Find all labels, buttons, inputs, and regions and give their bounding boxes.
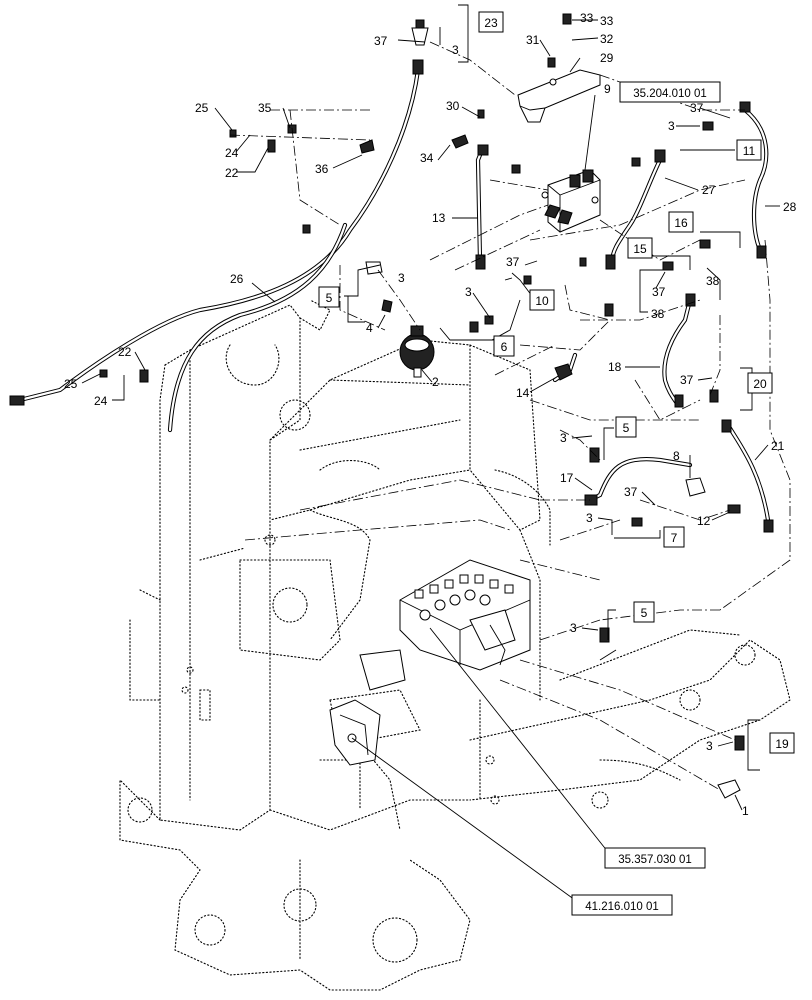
callout-37-box20: 37 — [680, 373, 694, 387]
callout-3a: 3 — [452, 43, 459, 57]
callout-3g: 3 — [570, 621, 577, 635]
callout-24-top: 24 — [225, 146, 239, 160]
box-5-mid — [615, 416, 637, 438]
callout-37-mid: 37 — [506, 255, 520, 269]
callout-8: 8 — [673, 449, 680, 463]
callout-12: 12 — [697, 514, 711, 528]
callout-38-right: 38 — [706, 274, 720, 288]
valve-bracket — [329, 699, 381, 766]
box-20-label: 20 — [753, 377, 767, 391]
callout-37-right: 37 — [690, 101, 704, 115]
callout-22-left: 22 — [118, 345, 132, 359]
callout-3b: 3 — [668, 119, 675, 133]
box-11-label: 11 — [743, 144, 756, 158]
callout-35: 35 — [258, 101, 272, 115]
box-5-low — [633, 601, 655, 623]
callout-37-low: 37 — [624, 485, 638, 499]
box-19 — [769, 732, 795, 754]
callout-3d: 3 — [465, 285, 472, 299]
callout-33-label: 33 — [600, 14, 614, 28]
brake-valve-block — [541, 169, 601, 233]
main-control-valve — [359, 559, 531, 691]
callout-14: 14 — [516, 386, 530, 400]
callout-31: 31 — [526, 33, 540, 47]
callout-1: 1 — [742, 804, 749, 818]
box-16 — [668, 211, 694, 233]
callout-9: 9 — [604, 82, 611, 96]
callout-13: 13 — [432, 211, 446, 225]
box-20 — [747, 372, 773, 394]
box-23 — [478, 11, 504, 33]
callout-24-left: 24 — [94, 394, 108, 408]
callout-34: 34 — [420, 151, 434, 165]
callout-25-top: 25 — [195, 101, 209, 115]
box-5-low-label: 5 — [641, 606, 648, 620]
phantom-lines — [229, 41, 791, 791]
box-23-label: 23 — [484, 16, 498, 30]
callout-26: 26 — [230, 272, 244, 286]
box-6-label: 6 — [501, 340, 508, 354]
callout-25-left: 25 — [64, 377, 78, 391]
box-7 — [663, 526, 685, 548]
box-10 — [529, 289, 555, 311]
boxed-callouts: 23 11 16 15 5 10 6 20 5 7 5 19 — [318, 11, 795, 754]
callout-29: 29 — [600, 51, 614, 65]
box-5-mid-label: 5 — [623, 421, 630, 435]
callouts: 1 2 3 3 3 3 3 3 3 3 4 33 33 32 31 29 9 3… — [64, 11, 797, 818]
callout-4: 4 — [366, 321, 373, 335]
callout-2: 2 — [432, 375, 439, 389]
box-16-label: 16 — [674, 216, 688, 230]
mounting-bracket-29 — [517, 69, 601, 123]
ref-box-35-204 — [619, 81, 721, 103]
callout-38-left: 38 — [651, 307, 665, 321]
ref-box-41-216 — [571, 894, 673, 916]
ref-35-204-010-01: 35.204.010 01 — [633, 88, 707, 100]
box-11 — [736, 139, 762, 161]
callout-3e: 3 — [560, 431, 567, 445]
callout-37-box15: 37 — [652, 285, 666, 299]
box-19-label: 19 — [775, 737, 789, 751]
callout-3h: 3 — [706, 739, 713, 753]
callout-30: 30 — [446, 99, 460, 113]
box-6 — [493, 335, 515, 357]
reference-labels: 35.204.010 01 35.357.030 01 41.216.010 0… — [571, 81, 721, 916]
callout-3f: 3 — [586, 511, 593, 525]
box-15-label: 15 — [633, 242, 647, 256]
leader-lines — [81, 4, 780, 901]
accumulator — [399, 325, 435, 378]
callout-18: 18 — [608, 360, 622, 374]
callout-33: 33 — [580, 11, 594, 25]
callout-3c: 3 — [398, 271, 405, 285]
box-5-top-label: 5 — [326, 291, 333, 305]
box-7-label: 7 — [671, 531, 678, 545]
loader-frame-outline — [119, 299, 791, 991]
box-10-label: 10 — [535, 294, 549, 308]
callout-37-top: 37 — [374, 34, 388, 48]
ref-41-216-010-01: 41.216.010 01 — [585, 901, 659, 913]
callout-22-top: 22 — [225, 166, 239, 180]
box-5-top — [318, 286, 340, 308]
callout-28: 28 — [783, 200, 797, 214]
ref-35-357-030-01: 35.357.030 01 — [618, 854, 692, 866]
box-15 — [627, 237, 653, 259]
callout-32: 32 — [600, 32, 614, 46]
callout-27: 27 — [702, 183, 716, 197]
callout-36: 36 — [315, 162, 329, 176]
callout-21: 21 — [771, 439, 785, 453]
ref-box-35-357 — [604, 847, 706, 869]
callout-17: 17 — [560, 471, 574, 485]
